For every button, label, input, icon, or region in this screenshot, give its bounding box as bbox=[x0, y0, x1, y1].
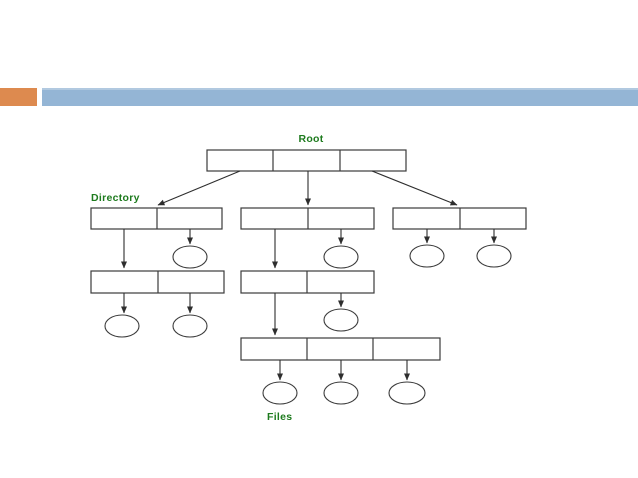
file-node-8 bbox=[262, 381, 298, 405]
arrow-root-to-left-directory bbox=[157, 170, 241, 206]
file-node-4 bbox=[476, 244, 512, 268]
root-directory-block bbox=[206, 149, 407, 172]
file-node-5 bbox=[104, 314, 140, 338]
files-label: Files bbox=[267, 411, 292, 423]
title-bar-blue bbox=[42, 88, 638, 106]
file-node-2 bbox=[323, 245, 359, 269]
arrow-root-to-right-directory bbox=[371, 170, 458, 206]
file-node-6 bbox=[172, 314, 208, 338]
file-node-1 bbox=[172, 245, 208, 269]
directory-label: Directory bbox=[91, 192, 140, 204]
subdirectory-block-bottom bbox=[240, 337, 441, 361]
file-node-9 bbox=[323, 381, 359, 405]
root-label: Root bbox=[298, 133, 323, 145]
file-node-7 bbox=[323, 308, 359, 332]
file-node-3 bbox=[409, 244, 445, 268]
file-node-10 bbox=[388, 381, 426, 405]
accent-bar-orange bbox=[0, 88, 37, 106]
